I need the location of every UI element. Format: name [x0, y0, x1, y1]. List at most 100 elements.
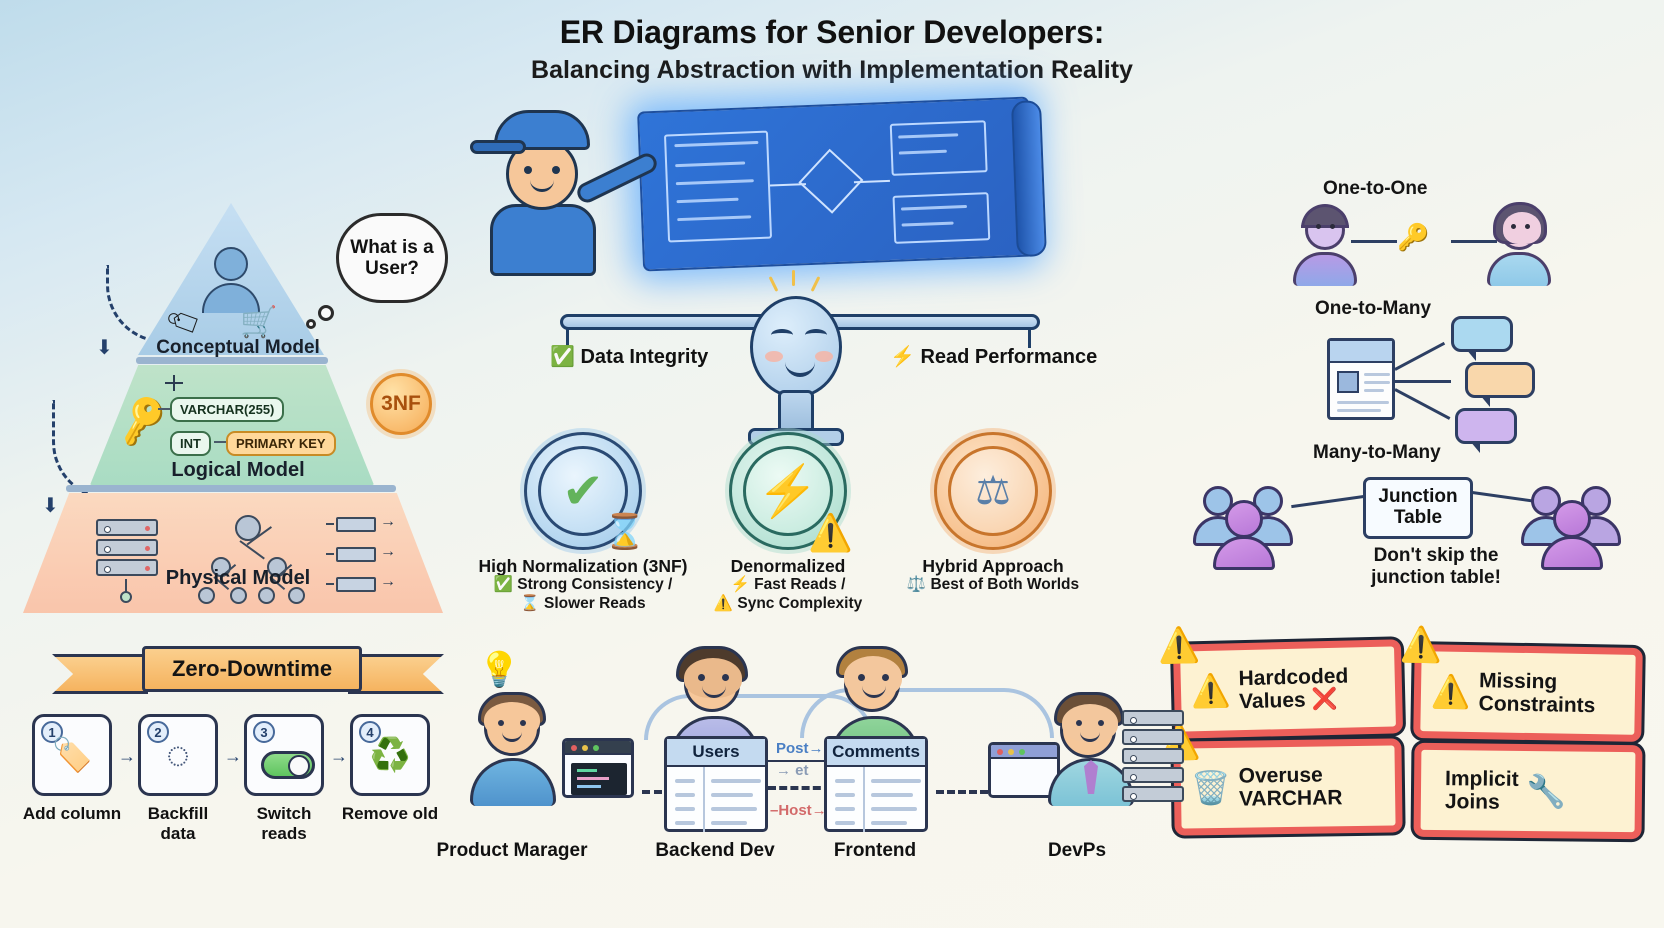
antipattern-line2: Values ❌: [1238, 687, 1338, 714]
antipattern-line2: Constraints: [1478, 692, 1596, 718]
editor-window-icon: [562, 738, 634, 798]
junction-table-box: Junction Table: [1363, 477, 1473, 539]
step-number: 4: [359, 721, 381, 743]
migration-step-1: 1 🏷️: [32, 714, 112, 796]
relation-connector-right: [1451, 240, 1497, 243]
strategy-title: Denormalized: [730, 556, 846, 576]
model-abstraction-pyramid: ⬇ ⬇ 🏷 🛒 Conceptual Model What is a User?…: [18, 195, 458, 615]
ribbon-tail-right: [348, 654, 444, 694]
scale-right-side: ⚡ Read Performance: [890, 344, 1097, 369]
yellow-warning-triangle-icon: ⚠️: [1430, 673, 1472, 710]
antipattern-line1: Overuse: [1238, 763, 1323, 788]
mascot-body: [490, 204, 596, 276]
checkmark-glyph-icon: ✔: [562, 463, 604, 519]
strategy-line: ⚠️ Sync Complexity: [683, 595, 893, 614]
antipattern-line1: Implicit: [1445, 767, 1519, 791]
server-unit: [96, 539, 158, 556]
thought-bubble-dot-small: [306, 319, 316, 329]
migration-step-3: 3: [244, 714, 324, 796]
fan-connector: [1394, 388, 1451, 420]
step-arrow: →: [330, 746, 348, 766]
line-text: Strong Consistency /: [517, 576, 673, 594]
junction-label-line1: Junction: [1378, 486, 1458, 508]
relation-label-post: Post→: [776, 740, 824, 757]
devops-tie: [1084, 760, 1098, 794]
antipattern-line1: Missing: [1478, 669, 1558, 694]
antipattern-line1: Hardcoded: [1238, 664, 1349, 691]
page-title: ER Diagrams for Senior Developers:: [559, 14, 1105, 50]
comment-bubble-icon: [1451, 316, 1513, 361]
pm-avatar-body: [470, 758, 556, 806]
flow-dash-3: [936, 790, 988, 794]
balance-glyph-icon: ⚖: [975, 469, 1011, 513]
role-label-product-manager: Product Marager: [436, 840, 588, 861]
type-chip-varchar: VARCHAR(255): [170, 397, 285, 422]
fan-connector: [1394, 341, 1446, 371]
strategy-line: ✅ Strong Consistency /: [478, 576, 688, 595]
role-label-frontend: Frontend: [833, 840, 917, 861]
antipattern-label: Hardcoded Values ❌: [1238, 664, 1349, 713]
relationship-cardinality-panel: One-to-One 🔑 One-to-Many: [1175, 170, 1655, 610]
hourglass-icon: ⌛: [603, 513, 646, 551]
strategy-title: Hybrid Approach: [922, 556, 1064, 576]
team-collaboration-flow: 💡 Users: [432, 640, 1184, 880]
warning-triangle-icon: ⚠️: [808, 512, 853, 553]
antipattern-card-implicit-joins: Implicit Joins 🔧: [1413, 742, 1643, 840]
corner-warning-icon: ⚠️: [1157, 626, 1201, 666]
red-warning-triangle-icon: ⚠️: [1190, 672, 1232, 710]
ribbon-tail-left: [52, 654, 148, 694]
step-label-2: Backfill data: [126, 804, 230, 843]
strategy-line: ⌛ Slower Reads: [478, 595, 688, 614]
shopping-cart-icon: 🛒: [240, 306, 278, 339]
step-number: 1: [41, 721, 63, 743]
line-text: Best of Both Worlds: [930, 576, 1080, 594]
junction-note-line1: Don't skip the: [1373, 545, 1499, 566]
migration-step-4: 4 ♻️: [350, 714, 430, 796]
strategy-line: ⚖️ Best of Both Worlds: [888, 576, 1098, 595]
line-text: Fast Reads /: [754, 576, 846, 594]
key-chip-link: [158, 408, 170, 410]
comment-bubble-icon: [1455, 408, 1517, 453]
scale-fulcrum-face: [750, 296, 842, 398]
table-users: Users: [664, 736, 768, 832]
antipattern-label: Missing Constraints: [1478, 669, 1595, 717]
antipattern-label: Overuse VARCHAR: [1239, 763, 1343, 811]
scale-left-label: Data Integrity: [580, 346, 709, 368]
zero-downtime-banner: Zero-Downtime: [142, 646, 362, 692]
antipattern-cards: ⚠️ ⚠️ Hardcoded Values ❌ ⚠️ ⚠️ Missing C…: [1157, 626, 1658, 840]
line-icon: ⌛: [520, 595, 540, 613]
relationship-title-one-to-many: One-to-Many: [1315, 298, 1432, 319]
step-label-3: Switch reads: [232, 804, 336, 843]
relation-label-et: → et: [776, 762, 809, 779]
table-comments: Comments: [824, 736, 928, 832]
line-text: Slower Reads: [543, 595, 646, 613]
antipattern-card-hardcoded-values: ⚠️ ⚠️ Hardcoded Values ❌: [1157, 626, 1404, 739]
role-label-devops: DevPs: [1047, 840, 1107, 861]
step-label-line2: data: [160, 823, 196, 843]
junction-connector-left: [1291, 494, 1365, 509]
toggle-switch-icon[interactable]: [261, 751, 315, 779]
normalization-strategies: ✔ ⌛ High Normalization (3NF) ✅ Strong Co…: [478, 432, 1118, 632]
tradeoff-scale: ✅ Data Integrity ⚡ Read Performance: [520, 270, 1097, 446]
spinner-icon: ◌: [166, 732, 190, 777]
migration-step-2: 2 ◌: [138, 714, 218, 796]
thought-bubble: What is a User?: [336, 213, 448, 303]
table-relation-line: [768, 760, 830, 762]
step-label-1: Add column: [20, 804, 124, 824]
type-chip-int: INT: [170, 431, 211, 456]
title-block: ER Diagrams for Senior Developers: Balan…: [0, 14, 1664, 85]
line-icon: ⚖️: [906, 576, 927, 594]
type-chip-primary-key: PRIMARY KEY: [226, 431, 336, 456]
relationship-title-many-to-many: Many-to-Many: [1313, 442, 1441, 463]
mascot-cap-brim: [470, 140, 526, 154]
antipattern-card-missing-constraints: ⚠️ ⚠️ Missing Constraints: [1399, 626, 1643, 742]
step-arrow: →: [224, 746, 242, 766]
pyramid-label-logical: Logical Model: [171, 459, 305, 481]
medal-badge: ✔ ⌛: [524, 432, 646, 551]
lightning-glyph-icon: ⚡: [756, 462, 820, 519]
zero-downtime-migration: Zero-Downtime 1 🏷️ → 2 ◌ → 3 → 4 ♻️ Add …: [14, 636, 464, 866]
strategy-title: High Normalization (3NF): [478, 556, 688, 576]
line-icon: ✅: [493, 576, 513, 594]
step-arrow: →: [118, 746, 136, 766]
